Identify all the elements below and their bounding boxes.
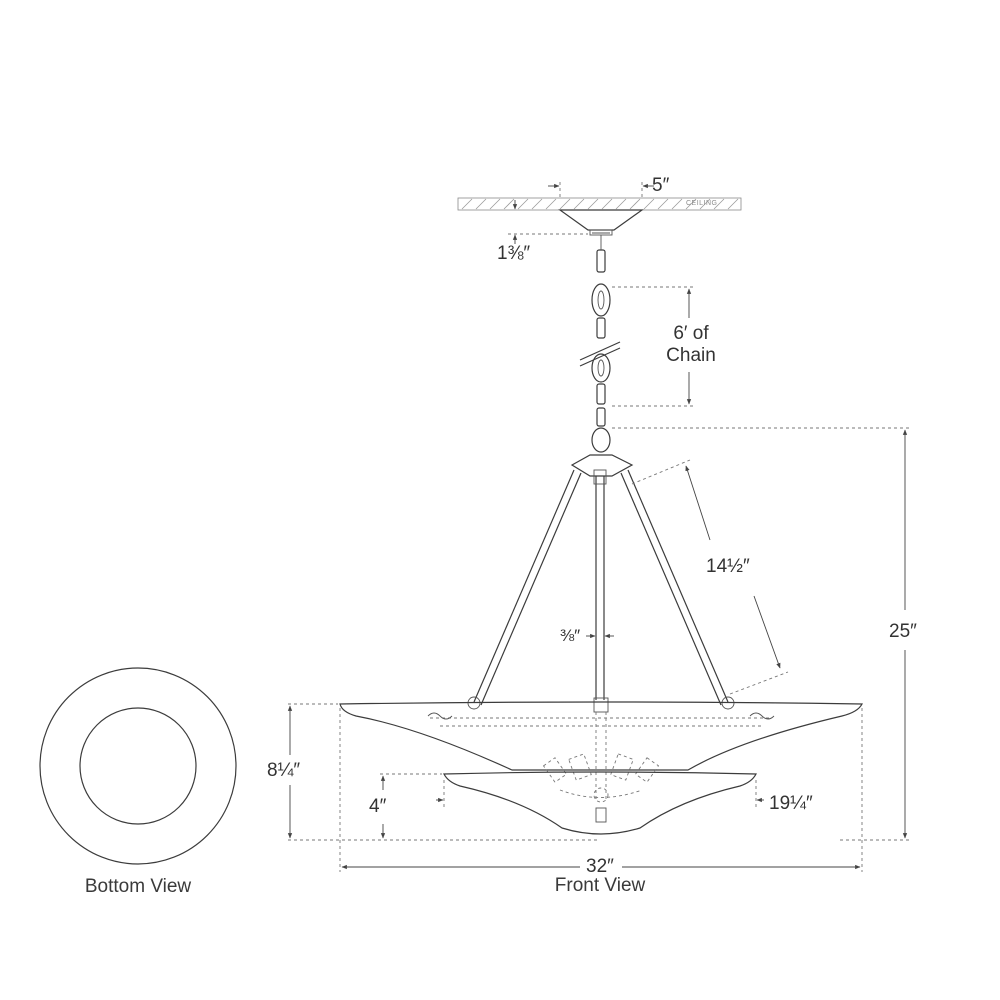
ceiling-hatch-line: [615, 198, 627, 210]
ceiling-hatch-line: [643, 198, 655, 210]
ceiling-hatch-line: [503, 198, 515, 210]
inner-shade-width-label: 19¼″: [769, 793, 813, 814]
overall-height-dimension: [612, 427, 910, 841]
bottom-view: [39, 667, 237, 865]
canopy-dimensions: [508, 182, 654, 244]
chain: [579, 235, 621, 453]
lower-shade: [443, 771, 757, 835]
ceiling-hatch-line: [587, 198, 599, 210]
hub-and-arms: [467, 454, 735, 713]
overall-height-label: 25″: [889, 621, 917, 642]
upper-shade: [339, 701, 863, 771]
shade-height-label: 8¼″: [267, 760, 301, 781]
chain-length-label-line2: Chain: [666, 345, 716, 366]
ceiling-hatch-line: [685, 198, 697, 210]
ceiling-hatch-line: [559, 198, 571, 210]
front-view-title: Front View: [554, 875, 646, 896]
shade-height-dimension: [287, 703, 600, 841]
ceiling-label: CEILING: [686, 200, 718, 207]
inner-shade-width-dimension: [436, 780, 764, 808]
inner-shade-height-dimension: [380, 773, 442, 839]
lamp-cluster: [542, 712, 660, 803]
ceiling-hatch-line: [489, 198, 501, 210]
rod-diameter-label: ⅜″: [560, 626, 581, 645]
arm-length-label: 14½″: [706, 556, 750, 577]
ceiling-hatch-line: [601, 198, 613, 210]
overall-width-dimension: [339, 708, 863, 872]
canopy-width-label: 5″: [652, 175, 670, 196]
chain-dimension: [612, 286, 693, 407]
ceiling-hatch-line: [699, 198, 711, 210]
overall-width-label: 32″: [586, 856, 614, 877]
canopy: [558, 209, 644, 236]
ceiling-hatch-line: [517, 198, 529, 210]
ceiling-hatch-line: [713, 198, 725, 210]
ceiling-hatch-line: [531, 198, 543, 210]
ceiling-hatch-line: [629, 198, 641, 210]
ceiling-hatch-line: [545, 198, 557, 210]
bottom-view-title: Bottom View: [84, 876, 192, 897]
ceiling-hatch-line: [657, 198, 669, 210]
ceiling-hatch-line: [727, 198, 739, 210]
inner-shade-height-label: 4″: [369, 796, 387, 817]
ceiling-hatch-line: [475, 198, 487, 210]
canopy-height-label: 1⅜″: [497, 243, 531, 264]
arm-length-dimension: [631, 459, 789, 695]
ceiling-hatch-line: [573, 198, 585, 210]
ceiling-hatch-line: [671, 198, 683, 210]
ceiling-hatch-line: [461, 198, 473, 210]
chain-length-label-line1: 6′ of: [673, 323, 709, 344]
